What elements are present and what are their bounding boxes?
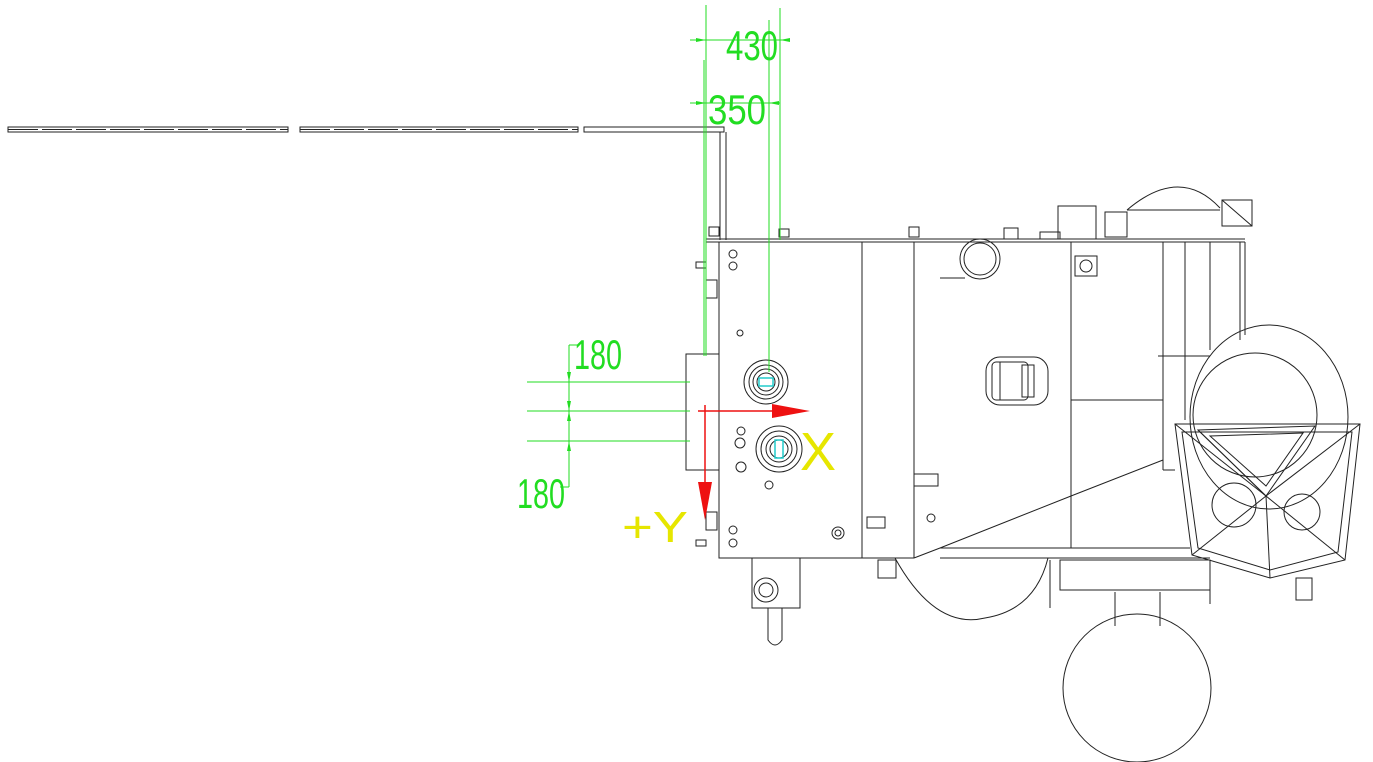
dimension-top-inner: 350 xyxy=(708,86,766,133)
y-axis-arrow xyxy=(698,482,712,520)
right-dish-assembly xyxy=(1174,324,1361,601)
lower-port xyxy=(755,425,803,473)
upper-port-marker xyxy=(758,377,774,387)
y-axis-label: +Y xyxy=(622,503,688,552)
x-axis-arrow xyxy=(772,404,810,418)
coordinate-axes xyxy=(698,404,810,520)
bottom-hardware xyxy=(751,557,1212,762)
dimension-top-outer: 430 xyxy=(726,22,778,69)
dimension-left-lower: 180 xyxy=(517,470,565,517)
upper-port xyxy=(743,359,789,405)
x-axis-label: X xyxy=(800,422,836,482)
dimension-left-upper: 180 xyxy=(574,331,622,378)
top-antenna-unit xyxy=(940,186,1253,280)
solar-array xyxy=(7,126,920,240)
dimension-lines xyxy=(527,5,790,488)
side-window xyxy=(985,356,1049,406)
lower-port-marker xyxy=(774,439,784,459)
dimension-arrows xyxy=(567,38,790,451)
